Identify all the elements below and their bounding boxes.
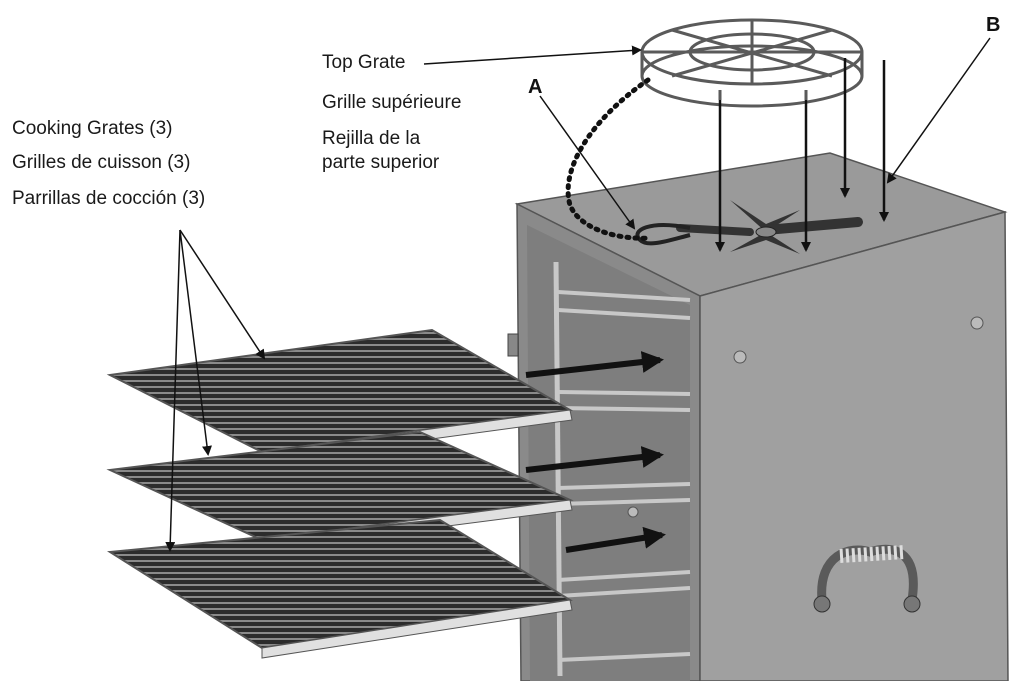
insert-arrow (565, 526, 666, 553)
top-grate (640, 18, 864, 108)
smoker-cabinet (507, 152, 1009, 681)
bolt (733, 350, 747, 364)
grate-drop-arrows (715, 58, 889, 252)
dotted-path (565, 77, 653, 241)
top-grate-label-fr: Grille supérieure (322, 92, 462, 113)
top-grate-label-es-1: Rejilla de la (322, 128, 421, 149)
cooking-grates-label-en: Cooking Grates (3) (12, 118, 173, 139)
top-damper (676, 200, 863, 254)
hook (635, 223, 691, 246)
cooking-grate-3 (106, 518, 573, 659)
insert-arrow (525, 446, 664, 473)
insert-arrow (525, 351, 664, 378)
bolt (627, 506, 639, 518)
callout-a: A (528, 76, 543, 98)
callout-b: B (986, 14, 1001, 36)
cooking-grates-label-fr: Grilles de cuisson (3) (12, 152, 191, 173)
cooking-grates-label-es: Parrillas de cocción (3) (12, 188, 206, 209)
cabinet-front-face (699, 211, 1009, 681)
top-grate-label-en: Top Grate (322, 52, 406, 73)
top-grate-label-es-2: parte superior (322, 152, 440, 173)
insert-arrows (525, 351, 666, 553)
door-handle (813, 544, 921, 613)
bolt (970, 316, 984, 330)
leader-lines (165, 37, 991, 552)
